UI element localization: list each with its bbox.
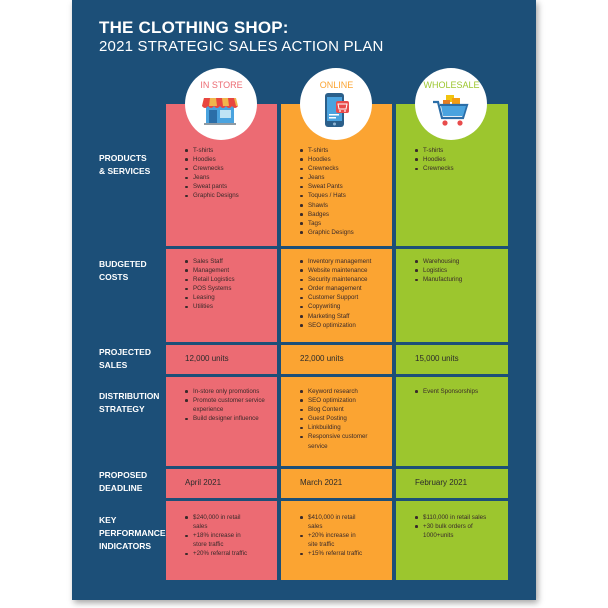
list-item: +18% increase in store traffic [184,531,250,549]
list-item: Marketing Staff [299,312,387,321]
list-item: POS Systems [184,284,272,293]
list-item: $410,000 in retail sales [299,513,365,531]
list-item: Website maintenance [299,266,387,275]
list-item: Order management [299,284,387,293]
list-item: Logistics [414,266,502,275]
list-item: Sweat pants [184,182,272,191]
deadline-online: March 2021 [300,478,343,487]
list-item: Warehousing [414,257,502,266]
list-item: Badges [299,210,387,219]
row-label-deadline: PROPOSED DEADLINE [99,470,148,493]
list-item: SEO optimization [299,396,377,405]
row-divider [166,498,508,501]
online-heading: ONLINE [319,80,354,90]
list-item: Jeans [184,173,272,182]
wholesale-heading: WHOLESALE [423,80,480,90]
list-item: Hoodies [299,155,387,164]
list-item: Retail Logistics [184,275,272,284]
list-item: Graphic Designs [184,191,272,200]
list-item: $240,000 in retail sales [184,513,250,531]
list-item: Graphic Designs [299,228,387,237]
row-divider [166,342,508,345]
list-item: Crewnecks [299,164,387,173]
list-item: $110,000 in retail sales [414,513,494,522]
row-label-sales: PROJECTED SALES [99,347,151,370]
mobile-shopping-icon [325,93,349,127]
list-item: Hoodies [184,155,272,164]
list-item: Blog Content [299,405,377,414]
list-item: Customer Support [299,293,387,302]
deadline-wholesale: February 2021 [415,478,468,487]
list-item: +30 bulk orders of 1000+units [414,522,494,540]
list-item: Shawls [299,201,387,210]
list-item: Linkbuilding [299,423,377,432]
list-item: Sweat Pants [299,182,387,191]
kpi-online-list: $410,000 in retail sales+20% increase in… [299,513,365,558]
list-item: Event Sponsorships [414,387,502,396]
list-item: Responsive customer service [299,432,377,450]
list-item: Utilities [184,302,272,311]
list-item: T-shirts [184,146,272,155]
list-item: Crewnecks [414,164,502,173]
row-label-kpi: KEY PERFORMANCE INDICATORS [99,515,166,551]
kpi-wholesale-list: $110,000 in retail sales+30 bulk orders … [414,513,494,540]
list-item: Leasing [184,293,272,302]
list-item: +20% increase in site traffic [299,531,365,549]
deadline-in-store: April 2021 [185,478,222,487]
row-label-products: PRODUCTS & SERVICES [99,153,151,176]
row-divider [166,466,508,469]
in-store-heading: IN STORE [200,80,243,90]
storefront-icon [202,98,238,125]
list-item: Guest Posting [299,414,377,423]
list-item: In-store only promotions [184,387,274,396]
list-item: T-shirts [299,146,387,155]
kpi-in-store-list: $240,000 in retail sales+18% increase in… [184,513,250,558]
list-item: Manufacturing [414,275,502,284]
shopping-cart-icon [433,95,469,126]
row-divider [166,374,508,377]
sales-online: 22,000 units [300,354,344,363]
list-item: Jeans [299,173,387,182]
list-item: SEO optimization [299,321,387,330]
distribution-wholesale-list: Event Sponsorships [414,387,502,396]
row-label-distribution: DISTRIBUTION STRATEGY [99,391,160,414]
list-item: Hoodies [414,155,502,164]
row-divider [166,246,508,249]
plan-page: THE CLOTHING SHOP: 2021 STRATEGIC SALES … [72,0,536,600]
list-item: Toques / Hats [299,191,387,200]
list-item: Sales Staff [184,257,272,266]
list-item: Tags [299,219,387,228]
row-label-costs: BUDGETED COSTS [99,259,147,282]
list-item: Keyword research [299,387,377,396]
list-item: +20% referral traffic [184,549,250,558]
sales-in-store: 12,000 units [185,354,229,363]
list-item: Management [184,266,272,275]
sales-wholesale: 15,000 units [415,354,459,363]
list-item: Security maintenance [299,275,387,284]
page-subtitle: 2021 STRATEGIC SALES ACTION PLAN [99,38,384,55]
list-item: Crewnecks [184,164,272,173]
list-item: Inventory management [299,257,387,266]
list-item: +15% referral traffic [299,549,365,558]
list-item: Build designer influence [184,414,274,423]
list-item: Promote customer service experience [184,396,274,414]
page-title: THE CLOTHING SHOP: [99,18,289,37]
list-item: Copywriting [299,302,387,311]
list-item: T-shirts [414,146,502,155]
